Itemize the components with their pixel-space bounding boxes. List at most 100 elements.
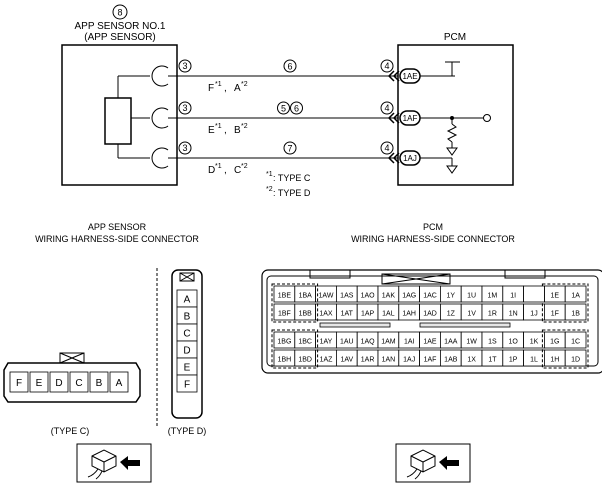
pcm-cavity-label: 1Y <box>447 293 456 300</box>
type-c-pin-label: A <box>116 378 123 389</box>
pcm-cavity-label: 1BF <box>278 311 291 318</box>
wire-ref-circle <box>290 101 303 115</box>
type-d-pin <box>176 374 198 393</box>
type-c-pin <box>69 371 89 393</box>
pcm-connector-title-2: WIRING HARNESS-SIDE CONNECTOR <box>351 234 515 244</box>
pin-label-sup: *2 <box>241 123 248 130</box>
pcm-cavity <box>564 303 587 321</box>
pcm-cavity-label: 1AP <box>361 311 375 318</box>
type-c-pin-label: C <box>75 378 82 389</box>
pcm-cavity <box>564 331 587 349</box>
type-c-pin <box>9 371 29 393</box>
wire-ref-circle <box>283 59 297 73</box>
cavity-group-outline <box>541 329 589 369</box>
pin-label-type-c: F <box>208 83 214 94</box>
chevron-icon <box>392 152 400 164</box>
connector-ref-circle <box>178 59 192 73</box>
pcm-cavity-label: 1AV <box>340 357 353 364</box>
pcm-cavity-label: 1BE <box>278 293 292 300</box>
wire-ref-circle <box>283 141 297 155</box>
legend-sup-1: *1 <box>266 171 273 178</box>
pin-label-type-d: B <box>234 125 241 136</box>
pcm-internal-circuit <box>420 61 491 174</box>
pcm-cavity-label: 1AL <box>382 311 395 318</box>
pcm-cavity-label: 1E <box>551 293 560 300</box>
pcm-cavity-label: 1R <box>488 311 497 318</box>
cavity-group-outline <box>271 283 319 323</box>
pcm-cavity-label: 1AA <box>444 339 458 346</box>
connector-ref-circle <box>380 101 394 115</box>
pin-label-sup: *1 <box>215 123 222 130</box>
pin-label-type-c: D <box>208 165 215 176</box>
sensor-name-paren: (APP SENSOR) <box>84 32 156 43</box>
pcm-cavity-label: 1AU <box>340 339 354 346</box>
sensor-name: APP SENSOR NO.1 <box>75 21 166 32</box>
arrow-icon <box>120 456 140 470</box>
chevron-icon <box>392 112 400 124</box>
connector-ref-circle <box>178 101 192 115</box>
type-c-pin <box>89 371 109 393</box>
pcm-cavity-label: 1AX <box>319 311 333 318</box>
pcm-pin-label: 1AF <box>403 114 418 123</box>
pin-label-sup: *1 <box>215 81 222 88</box>
sensor-number-circle <box>112 4 128 20</box>
pin-label-sup: *2 <box>241 81 248 88</box>
icon-frame <box>395 443 471 483</box>
icon-frame <box>76 443 152 483</box>
type-c-pin <box>29 371 49 393</box>
pcm-cavity-label: 1P <box>509 357 518 364</box>
pin-label-type-c: E <box>208 125 215 136</box>
type-d-pin-label: A <box>184 295 191 306</box>
pcm-cavity-label: 1AW <box>319 293 334 300</box>
harness-side-view-icon <box>76 443 152 483</box>
legend-text-1: : TYPE C <box>273 173 311 183</box>
wire-ref-number: 6 <box>294 104 299 114</box>
sensor-number: 8 <box>117 8 122 18</box>
pcm-pin-label: 1AE <box>402 72 417 81</box>
type-c-label: (TYPE C) <box>51 426 90 436</box>
pcm-cavity-label: 1A <box>571 293 580 300</box>
pcm-cavity-label: 1F <box>551 311 559 318</box>
pcm-cavity-label: 1AE <box>423 339 437 346</box>
sensor-title: 8 APP SENSOR NO.1 (APP SENSOR) <box>75 4 166 43</box>
pin-label-separator: , <box>224 83 227 94</box>
pin-label-sup: *1 <box>215 163 222 170</box>
connector-ref-number: 3 <box>182 103 187 113</box>
type-c-pin-label: F <box>16 378 22 389</box>
pcm-cavity-label: 1AB <box>444 357 458 364</box>
app-connector-title-2: WIRING HARNESS-SIDE CONNECTOR <box>35 234 199 244</box>
harness-side-view-icon <box>395 443 471 483</box>
sensor-resistor <box>104 97 132 145</box>
pcm-connector-title-1: PCM <box>423 222 443 232</box>
type-d-pin-label: E <box>184 363 191 374</box>
type-d-pin-label: F <box>184 380 190 391</box>
pcm-cavity-label: 1AS <box>340 293 354 300</box>
pcm-cavity-label: 1S <box>488 339 497 346</box>
pcm-cavity-label: 1I <box>510 293 516 300</box>
chevron-icon <box>392 70 400 82</box>
pcm-cavity-label: 1O <box>509 339 519 346</box>
chevron-icon <box>387 152 395 164</box>
connector-ref-number: 4 <box>384 61 389 71</box>
type-d-label: (TYPE D) <box>168 426 207 436</box>
pcm-cavity-label: 1BH <box>278 357 292 364</box>
pin-label-type-d: A <box>234 83 241 94</box>
cavity-group-outline <box>271 329 319 369</box>
pcm-cavity-label: 1K <box>530 339 539 346</box>
pcm-cavity-label: 1H <box>550 357 559 364</box>
pcm-cavity <box>564 349 587 367</box>
arrow-icon <box>439 456 459 470</box>
pin-label-sup: *2 <box>241 163 248 170</box>
type-d-pin-label: D <box>183 346 190 357</box>
pcm-cavity-label: 1J <box>530 311 537 318</box>
pcm-cavity-label: 1W <box>466 339 477 346</box>
wire-ref-number: 6 <box>287 62 292 72</box>
app-connector-title-1: APP SENSOR <box>88 222 147 232</box>
pcm-cavity-label: 1AZ <box>320 357 334 364</box>
pcm-cavity-label: 1AH <box>402 311 416 318</box>
pcm-cavity-label: 1B <box>571 311 580 318</box>
